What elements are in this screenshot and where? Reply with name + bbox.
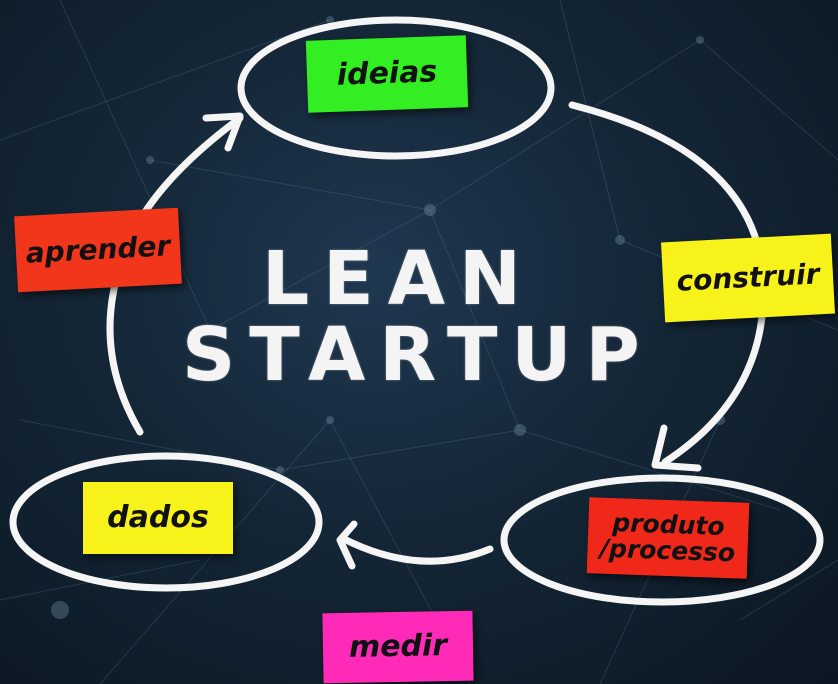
network-nodes <box>51 16 725 619</box>
ideias-ellipse <box>237 16 555 160</box>
note-dados: dados <box>83 482 233 554</box>
dados-ellipse <box>9 452 323 592</box>
arrow-ideias-to-produto-head <box>651 424 702 472</box>
arrow-produto-to-dados-head <box>336 520 358 570</box>
lean-title: LEAN <box>262 236 535 322</box>
note-ideias: ideias <box>305 35 469 113</box>
chalk-ellipses <box>9 16 824 606</box>
note-construir: construir <box>661 233 835 323</box>
arrow-dados-to-ideias-head <box>202 112 244 152</box>
startup-title: STARTUP <box>182 312 654 398</box>
produto-ellipse <box>500 474 824 606</box>
note-medir: medir <box>322 610 474 684</box>
note-produto-processo: produto /processo <box>586 497 750 579</box>
arrow-produto-to-dados <box>338 534 494 565</box>
note-aprender: aprender <box>14 207 182 293</box>
